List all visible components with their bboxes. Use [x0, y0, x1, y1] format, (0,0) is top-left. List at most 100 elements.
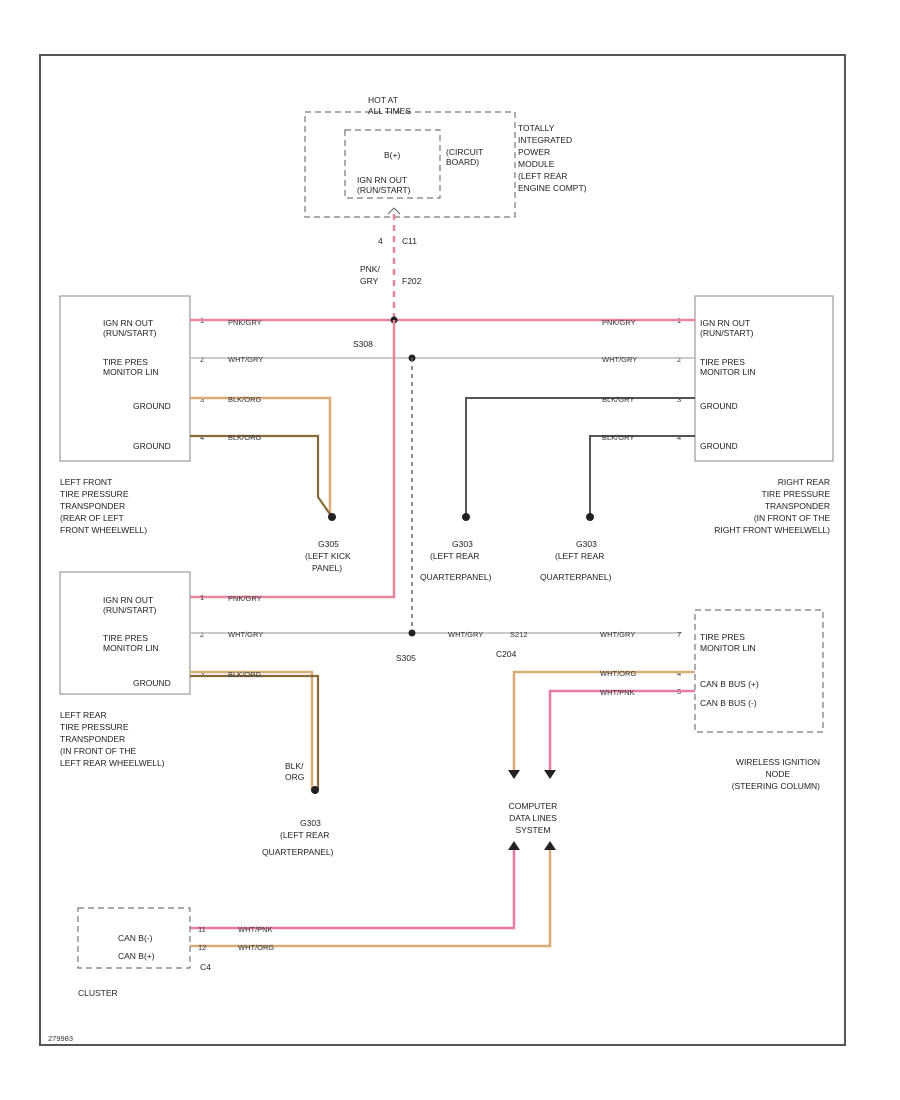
rr-pin4-num: 4 [677, 433, 681, 442]
tipm-fuse-label: B(+) [384, 150, 400, 160]
cl-pin1-label: CAN B(-) [118, 933, 153, 943]
rr-pin2-label2: MONITOR LIN [700, 367, 756, 377]
lr-name-3: TRANSPONDER [60, 734, 125, 744]
rr-name-2: TIRE PRESSURE [762, 489, 831, 499]
rr-pin3-num: 3 [677, 395, 681, 404]
tipm-name-2: INTEGRATED [518, 135, 572, 145]
cdls-name-1: COMPUTER [509, 801, 558, 811]
tipm-circuit-label-2: BOARD) [446, 157, 479, 167]
ground-g305-icon [328, 513, 336, 521]
rr-ground-wire-2 [589, 435, 695, 517]
ground-g303-a-icon [462, 513, 470, 521]
rr-pin3-label: GROUND [700, 401, 738, 411]
tipm-connector: C11 [402, 236, 417, 246]
lr-pin1-wire: PNK/GRY [228, 594, 262, 603]
rr-pin1-wire: PNK/GRY [602, 318, 636, 327]
lf-pin1-label1: IGN RN OUT [103, 318, 153, 328]
pnk-gry-left-rear-wire [190, 320, 396, 599]
lf-pin4-wire: BLK/ORG [228, 433, 262, 442]
tipm-output-label-2: (RUN/START) [357, 185, 411, 195]
tipm-name-6: ENGINE COMPT) [518, 183, 587, 193]
rr-pin3-wire: BLK/GRY [602, 395, 634, 404]
tipm-pin-arrow-icon [387, 207, 401, 215]
tipm-hot-label-1: HOT AT [368, 95, 398, 105]
wn-pin1-label2: MONITOR LIN [700, 643, 756, 653]
rr-pin4-label: GROUND [700, 441, 738, 451]
cdls-arrow-down-icon-1 [508, 770, 520, 779]
tipm-output-label-1: IGN RN OUT [357, 175, 407, 185]
lr-pin1-num: 1 [200, 593, 204, 602]
g303b-loc-2: QUARTERPANEL) [540, 572, 612, 582]
lr-ground-wire-tan [190, 670, 314, 790]
wn-pin2-wire: WHT/ORG [600, 669, 636, 678]
g305-name: G305 [318, 539, 339, 549]
lr-pin2-wire: WHT/GRY [228, 630, 263, 639]
lr-pin2-label2: MONITOR LIN [103, 643, 159, 653]
wn-pin3-wire: WHT/PNK [600, 688, 635, 697]
cl-pin1-wire: WHT/PNK [238, 925, 273, 934]
lr-name-5: LEFT REAR WHEELWELL) [60, 758, 165, 768]
diagram-id: 279983 [48, 1034, 73, 1043]
cl-pin2-label: CAN B(+) [118, 951, 155, 961]
cdls-arrow-up-icon-1 [508, 841, 520, 850]
cl-pin2-wire: WHT/ORG [238, 943, 274, 952]
lr-ground-wire-brown [190, 674, 320, 790]
wn-name-2: NODE [765, 769, 790, 779]
tipm-name-1: TOTALLY [518, 123, 555, 133]
tipm-name-3: POWER [518, 147, 550, 157]
g305-loc-2: PANEL) [312, 563, 342, 573]
lr-pin1-label2: (RUN/START) [103, 605, 157, 615]
lr-name-2: TIRE PRESSURE [60, 722, 129, 732]
rr-name-4: (IN FRONT OF THE [754, 513, 831, 523]
rr-name-3: TRANSPONDER [765, 501, 830, 511]
lr-pin2-label1: TIRE PRES [103, 633, 148, 643]
left-rear-transponder: IGN RN OUT (RUN/START) TIRE PRES MONITOR… [59, 571, 204, 768]
mid-wire-label: WHT/GRY [448, 630, 483, 639]
wn-pin2-num: 4 [677, 669, 681, 678]
lf-pin3-label: GROUND [133, 401, 171, 411]
lf-pin1-label2: (RUN/START) [103, 328, 157, 338]
can-plus-wire-wn [512, 670, 695, 770]
splice-dot-lin-bottom [408, 629, 416, 637]
lf-ground-wire-2 [190, 434, 333, 518]
g303c-loc-1: (LEFT REAR [280, 830, 329, 840]
lf-pin3-wire: BLK/ORG [228, 395, 262, 404]
rr-pin2-wire: WHT/GRY [602, 355, 637, 364]
rr-name-1: RIGHT REAR [778, 477, 830, 487]
lf-name-3: TRANSPONDER [60, 501, 125, 511]
left-front-transponder: IGN RN OUT (RUN/START) TIRE PRES MONITOR… [59, 295, 204, 535]
lf-ground-wire-1 [190, 396, 332, 517]
lf-name-4: (REAR OF LEFT [60, 513, 124, 523]
g303c-wire-1: BLK/ [285, 761, 304, 771]
cluster-name: CLUSTER [78, 988, 118, 998]
wn-pin1-wire: WHT/GRY [600, 630, 635, 639]
tipm-wire-color-2: GRY [360, 276, 379, 286]
g303a-loc-2: QUARTERPANEL) [420, 572, 492, 582]
cl-pin1-num: 11 [198, 925, 206, 934]
instrument-cluster: CAN B(-) CAN B(+) 11 12 C4 CLUSTER [77, 907, 211, 998]
g303a-loc-1: (LEFT REAR [430, 551, 479, 561]
mid-pin-label: S212 [510, 630, 528, 639]
rr-ground-wire-1 [465, 397, 695, 517]
lr-pin3-num: 3 [200, 669, 204, 678]
can-minus-wire-cluster [190, 850, 516, 930]
right-rear-transponder: IGN RN OUT (RUN/START) TIRE PRES MONITOR… [677, 295, 834, 535]
diagram-frame [39, 54, 846, 1046]
g303b-name: G303 [576, 539, 597, 549]
cdls-arrow-down-icon-2 [544, 770, 556, 779]
rr-name-5: RIGHT FRONT WHEELWELL) [714, 525, 830, 535]
lf-pin2-label2: MONITOR LIN [103, 367, 159, 377]
tipm-pin: 4 [378, 236, 383, 246]
wn-pin1-label1: TIRE PRES [700, 632, 745, 642]
lf-pin4-num: 4 [200, 433, 204, 442]
lf-pin4-label: GROUND [133, 441, 171, 451]
cl-connector: C4 [200, 962, 211, 972]
splice-s305-label: S305 [396, 653, 416, 663]
rr-pin2-num: 2 [677, 355, 681, 364]
wn-pin2-label: CAN B BUS (+) [700, 679, 759, 689]
wn-pin3-label: CAN B BUS (-) [700, 698, 757, 708]
ground-g303-c-icon [311, 786, 319, 794]
tipm-hot-label-2: ALL TIMES [368, 106, 411, 116]
wn-name-1: WIRELESS IGNITION [736, 757, 820, 767]
